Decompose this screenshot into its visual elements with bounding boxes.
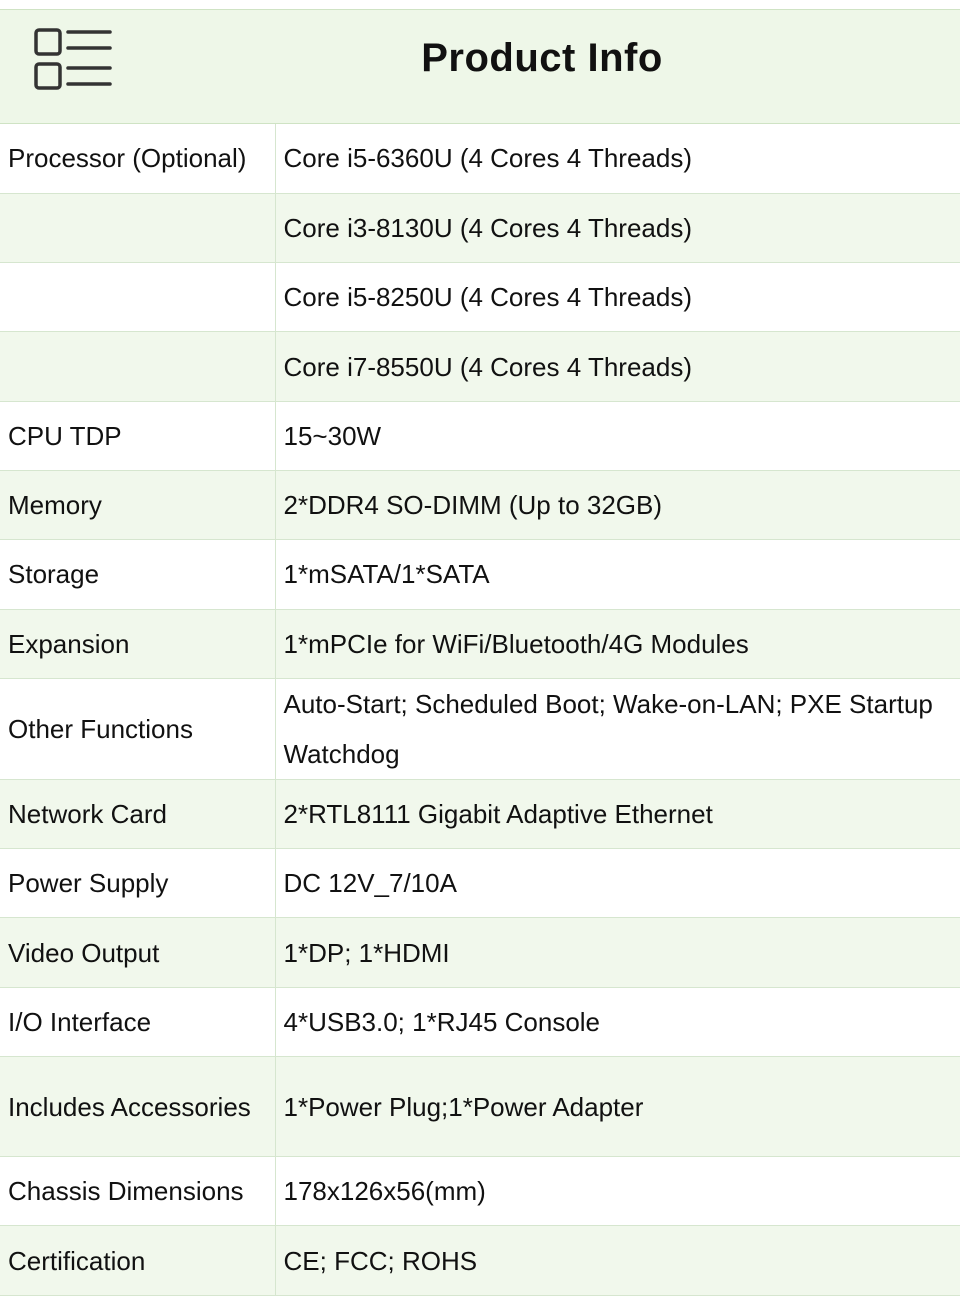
spec-label	[0, 331, 276, 402]
spec-value: 1*mSATA/1*SATA	[275, 539, 960, 610]
spec-value: 1*DP; 1*HDMI	[275, 917, 960, 988]
spec-value: 1*Power Plug;1*Power Adapter	[275, 1056, 960, 1158]
spec-label: Expansion	[0, 609, 276, 679]
table-row: Core i3-8130U (4 Cores 4 Threads)	[0, 193, 960, 264]
spec-label: Video Output	[0, 917, 276, 988]
spec-value: DC 12V_7/10A	[275, 848, 960, 919]
table-row: Certification CE; FCC; ROHS	[0, 1225, 960, 1296]
table-row: Memory 2*DDR4 SO-DIMM (Up to 32GB)	[0, 470, 960, 541]
table-row: Includes Accessories 1*Power Plug;1*Powe…	[0, 1056, 960, 1158]
spec-label	[0, 193, 276, 264]
header-banner: Product Info	[0, 9, 960, 124]
table-row: Power Supply DC 12V_7/10A	[0, 848, 960, 919]
spec-value: Core i7-8550U (4 Cores 4 Threads)	[275, 331, 960, 402]
table-row: Storage 1*mSATA/1*SATA	[0, 539, 960, 610]
spec-value: 2*RTL8111 Gigabit Adaptive Ethernet	[275, 779, 960, 850]
table-row: CPU TDP 15~30W	[0, 401, 960, 471]
spec-value: 2*DDR4 SO-DIMM (Up to 32GB)	[275, 470, 960, 541]
table-row: Other Functions Auto-Start; Scheduled Bo…	[0, 678, 960, 780]
table-row: Core i5-8250U (4 Cores 4 Threads)	[0, 262, 960, 333]
spec-label: Includes Accessories	[0, 1056, 276, 1158]
spec-value: 1*mPCIe for WiFi/Bluetooth/4G Modules	[275, 609, 960, 679]
spec-value: 15~30W	[275, 401, 960, 471]
spec-value: Core i3-8130U (4 Cores 4 Threads)	[275, 193, 960, 264]
spec-label: Power Supply	[0, 848, 276, 919]
spec-label: I/O Interface	[0, 987, 276, 1058]
spec-value: 4*USB3.0; 1*RJ45 Console	[275, 987, 960, 1058]
spec-value: Core i5-6360U (4 Cores 4 Threads)	[275, 124, 960, 194]
table-row: Expansion 1*mPCIe for WiFi/Bluetooth/4G …	[0, 609, 960, 679]
page-title: Product Info	[421, 36, 663, 80]
spec-table: Processor (Optional) Core i5-6360U (4 Co…	[0, 124, 960, 1296]
spec-value: CE; FCC; ROHS	[275, 1225, 960, 1296]
spec-value: 178x126x56(mm)	[275, 1156, 960, 1227]
spec-label: Network Card	[0, 779, 276, 850]
spec-label: Processor (Optional)	[0, 124, 276, 194]
table-row: Network Card 2*RTL8111 Gigabit Adaptive …	[0, 779, 960, 850]
table-row: Video Output 1*DP; 1*HDMI	[0, 917, 960, 988]
table-row: Processor (Optional) Core i5-6360U (4 Co…	[0, 124, 960, 194]
spec-label: CPU TDP	[0, 401, 276, 471]
list-icon	[34, 28, 112, 90]
table-row: Chassis Dimensions 178x126x56(mm)	[0, 1156, 960, 1227]
table-row: I/O Interface 4*USB3.0; 1*RJ45 Console	[0, 987, 960, 1058]
spec-value: Auto-Start; Scheduled Boot; Wake-on-LAN;…	[275, 678, 960, 780]
spec-label: Storage	[0, 539, 276, 610]
table-row: Core i7-8550U (4 Cores 4 Threads)	[0, 331, 960, 402]
spec-label: Memory	[0, 470, 276, 541]
spec-label: Chassis Dimensions	[0, 1156, 276, 1227]
spec-label	[0, 262, 276, 333]
spec-value: Core i5-8250U (4 Cores 4 Threads)	[275, 262, 960, 333]
spec-label: Certification	[0, 1225, 276, 1296]
spec-label: Other Functions	[0, 678, 276, 780]
